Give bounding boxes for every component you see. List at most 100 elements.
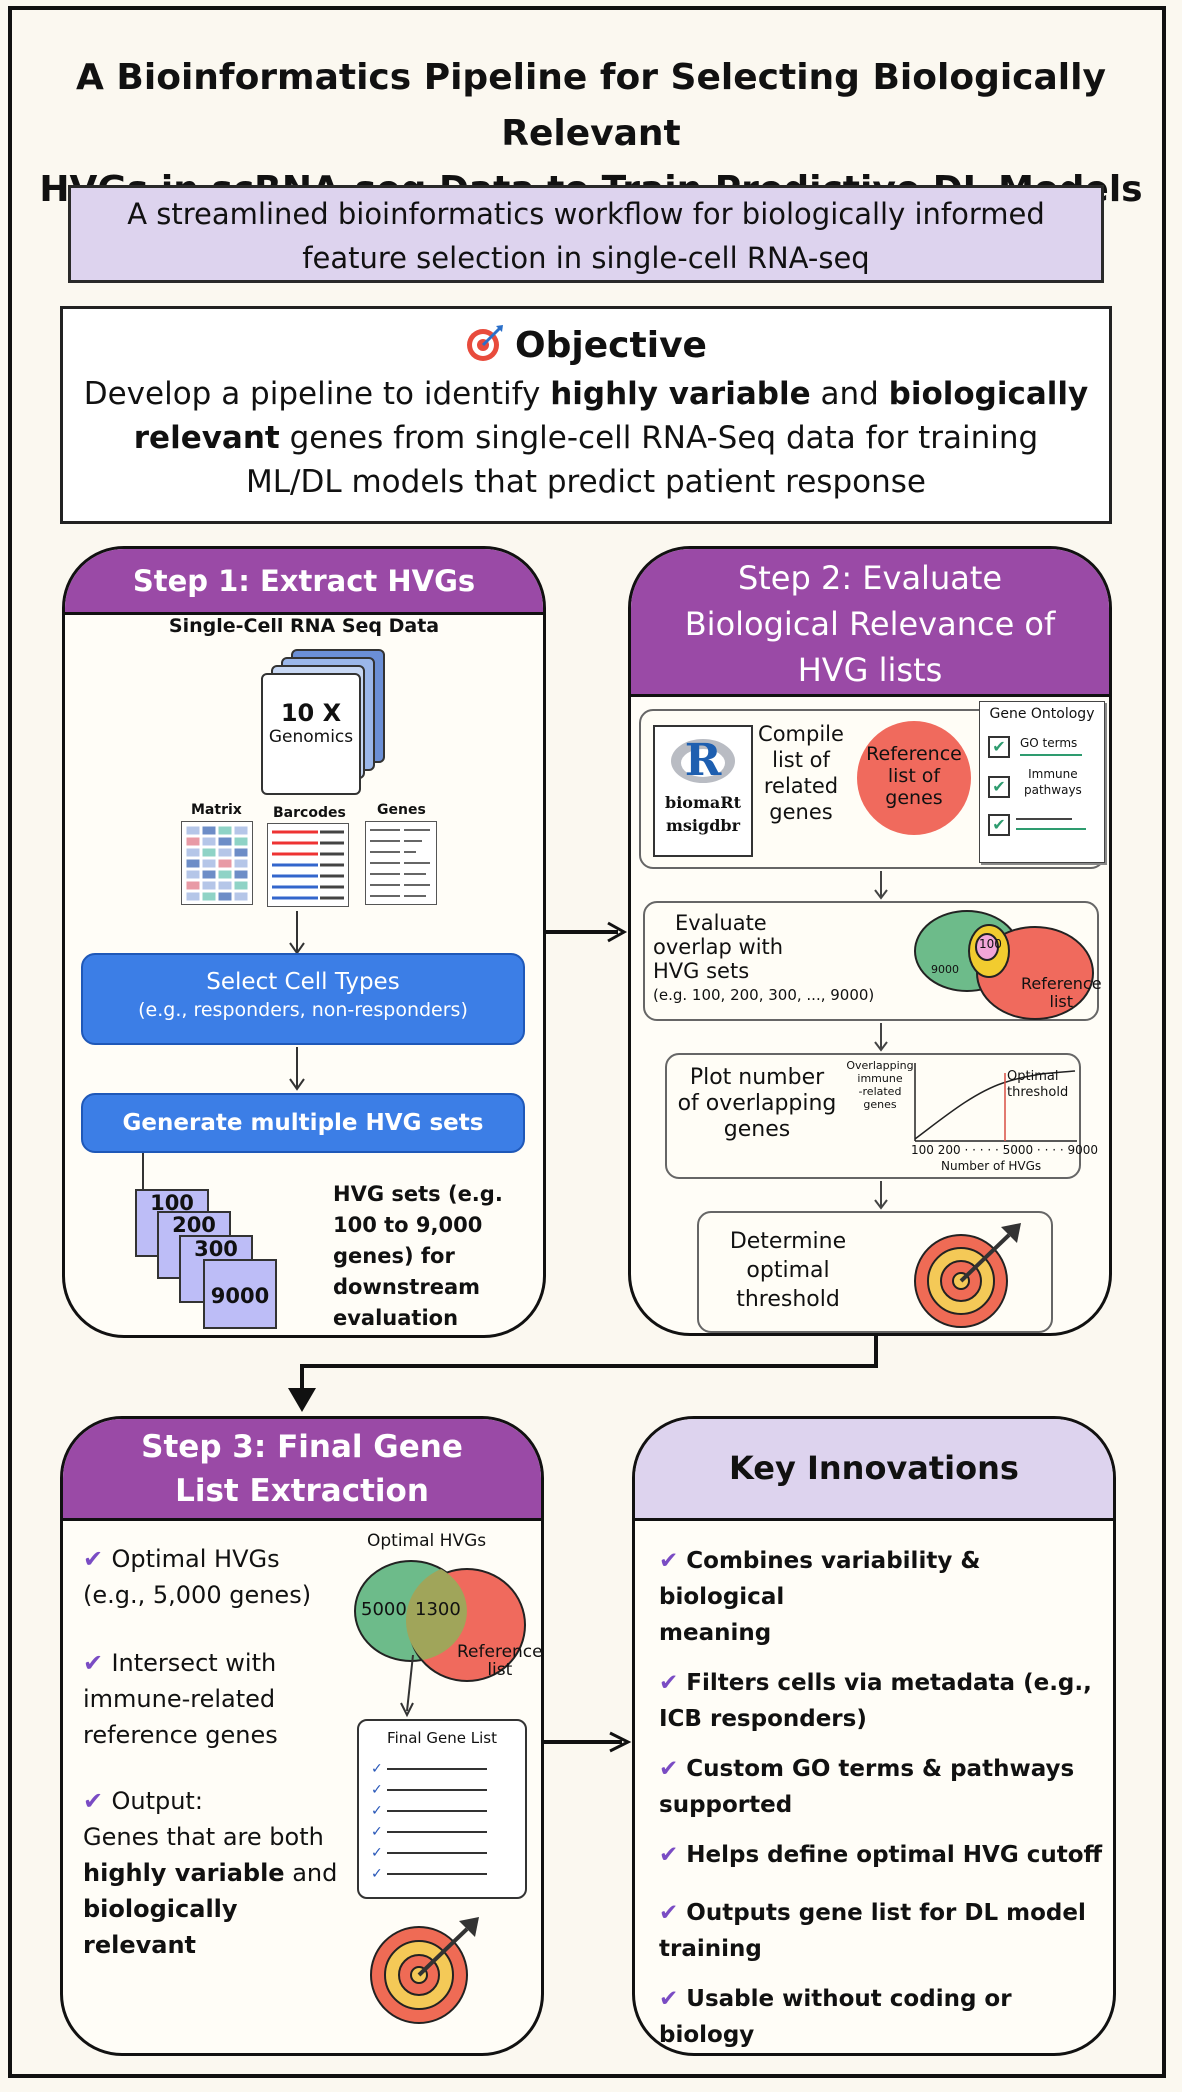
- compile-l: genes: [769, 800, 833, 824]
- yl: Overlapping: [846, 1059, 914, 1072]
- ref-l: list of: [887, 765, 941, 787]
- compile-box: R biomaRt msigdbr Compile list of relate…: [639, 701, 1105, 869]
- plot-l: Plot number: [689, 1065, 825, 1090]
- b3-l: Genes that are both: [83, 1823, 324, 1851]
- key-item-2: ✔ Filters cells via metadata (e.g.,ICB r…: [659, 1665, 1109, 1737]
- eval-l: overlap with: [653, 935, 784, 959]
- obj-l1a: Develop a pipeline to identify: [83, 376, 551, 412]
- plot-l: of overlapping: [677, 1091, 837, 1116]
- genes-icon: [365, 821, 437, 905]
- check-icon: ✔: [83, 1545, 112, 1573]
- compile-l: related: [763, 774, 839, 798]
- barcodes-icon: [267, 823, 349, 907]
- generate-hvg-text: Generate multiple HVG sets: [122, 1110, 484, 1136]
- connector-line: [142, 1153, 144, 1193]
- step3-title-l1: Step 3: Final Gene: [141, 1429, 463, 1465]
- evaluate-text: Evaluate overlap with HVG sets (e.g. 100…: [653, 911, 874, 1007]
- subtitle-line-1: A streamlined bioinformatics workflow fo…: [127, 197, 1045, 231]
- check-icon: ✔: [83, 1649, 112, 1677]
- matrix-icon: [181, 821, 253, 905]
- arrow-down-1: [289, 911, 305, 955]
- final-venn: [354, 1560, 526, 1682]
- venn-label-100: 100: [979, 937, 1002, 951]
- final-list-lines: ✓ ✓ ✓ ✓ ✓ ✓: [371, 1759, 515, 1885]
- genomics-text: Genomics: [268, 727, 354, 747]
- desc-line: HVG sets (e.g.: [333, 1182, 503, 1206]
- ki-l: supported: [659, 1792, 793, 1818]
- arrow-down-4: [874, 1023, 888, 1052]
- compile-l: Compile: [758, 722, 844, 746]
- desc-line: downstream: [333, 1275, 480, 1299]
- check-icon: ✔: [659, 1842, 687, 1868]
- plot-xlabel: Number of HVGs: [941, 1159, 1042, 1173]
- check-icon: ✔: [83, 1787, 112, 1815]
- step3-bullet-3: ✔ Output: Genes that are both highly var…: [83, 1783, 337, 1963]
- ki-l: meaning: [659, 1620, 772, 1646]
- step3-card: Step 3: Final Gene List Extraction ✔ Opt…: [60, 1416, 544, 2056]
- scrna-data-label: Single-Cell RNA Seq Data: [168, 615, 440, 637]
- subtitle-box: A streamlined bioinformatics workflow fo…: [68, 185, 1104, 283]
- arrow-step1-step2: [546, 921, 628, 943]
- yl: -related: [858, 1085, 902, 1098]
- fv-ref-l: list: [487, 1660, 513, 1680]
- objective-box: Objective Develop a pipeline to identify…: [60, 306, 1112, 524]
- step2-title: Step 2: Evaluate Biological Relevance of…: [631, 549, 1109, 697]
- generate-hvg-box: Generate multiple HVG sets: [81, 1093, 525, 1153]
- eval-l: Evaluate: [675, 911, 767, 935]
- determine-box: Determine optimal threshold: [697, 1211, 1053, 1333]
- ki-l: Filters cells via metadata (e.g.,: [686, 1670, 1092, 1696]
- objective-heading: Objective: [63, 323, 1109, 366]
- arrow-down-5: [874, 1181, 888, 1210]
- objective-heading-text: Objective: [515, 325, 707, 366]
- ki-l: ICB responders): [659, 1706, 867, 1732]
- b2-l: immune-related: [83, 1685, 276, 1713]
- ref-l: genes: [885, 787, 943, 809]
- target-dart-icon: [914, 1223, 1021, 1328]
- key-innovations-card: Key Innovations ✔ Combines variability &…: [632, 1416, 1116, 2056]
- plot-text: Plot number of overlapping genes: [669, 1065, 845, 1143]
- det-l: threshold: [736, 1287, 840, 1312]
- ki-l: Combines variability & biological: [659, 1548, 981, 1610]
- fv-ref-l: Reference: [457, 1642, 543, 1662]
- check-icon: ✔: [988, 814, 1010, 836]
- b2-l: reference genes: [83, 1721, 278, 1749]
- ki-l: training: [659, 1936, 762, 1962]
- step3-title: Step 3: Final Gene List Extraction: [63, 1419, 541, 1521]
- arrow-down-3: [874, 871, 888, 900]
- genomics-10x: 10 X: [280, 699, 342, 727]
- b1-l: Optimal HVGs: [111, 1545, 280, 1573]
- reference-circle: Reference list of genes: [857, 721, 971, 835]
- final-list-title: Final Gene List: [387, 1729, 497, 1747]
- hvg-set-9000: 9000: [203, 1259, 277, 1329]
- arrow-step2-step3: [288, 1336, 878, 1412]
- check-icon: ✔: [988, 776, 1010, 798]
- compile-l: list of: [772, 748, 830, 772]
- step3-bullet-2: ✔ Intersect with immune-related referenc…: [83, 1645, 278, 1753]
- genes-label: Genes: [377, 802, 426, 818]
- step1-card: Step 1: Extract HVGs Single-Cell RNA Seq…: [62, 546, 546, 1338]
- b3-l: Output:: [111, 1787, 203, 1815]
- desc-line: genes) for: [333, 1244, 455, 1268]
- arrow-down-2: [289, 1047, 305, 1091]
- obj-l2b: genes from single-cell RNA-Seq data for …: [279, 420, 1039, 456]
- r-letter: R: [684, 735, 722, 786]
- yl: immune: [857, 1072, 903, 1085]
- step2-title-l1: Step 2: Evaluate: [737, 559, 1003, 597]
- overlap-curve-plot: [914, 1063, 1077, 1142]
- step2-title-l2: Biological Relevance of: [684, 605, 1056, 643]
- key-list: ✔ Combines variability & biological meani…: [659, 1543, 1109, 2053]
- compile-text: Compile list of related genes: [755, 721, 847, 825]
- evaluate-box: Evaluate overlap with HVG sets (e.g. 100…: [643, 901, 1102, 1021]
- check-icon: ✔: [659, 1756, 687, 1782]
- desc-line: evaluation: [333, 1306, 459, 1330]
- ki-l: Usable without coding or biology: [659, 1986, 1012, 2048]
- optimal-hvgs-label: Optimal HVGs: [367, 1531, 487, 1551]
- overlap-venn: [914, 910, 1094, 1020]
- objective-text: Develop a pipeline to identify highly va…: [63, 372, 1109, 504]
